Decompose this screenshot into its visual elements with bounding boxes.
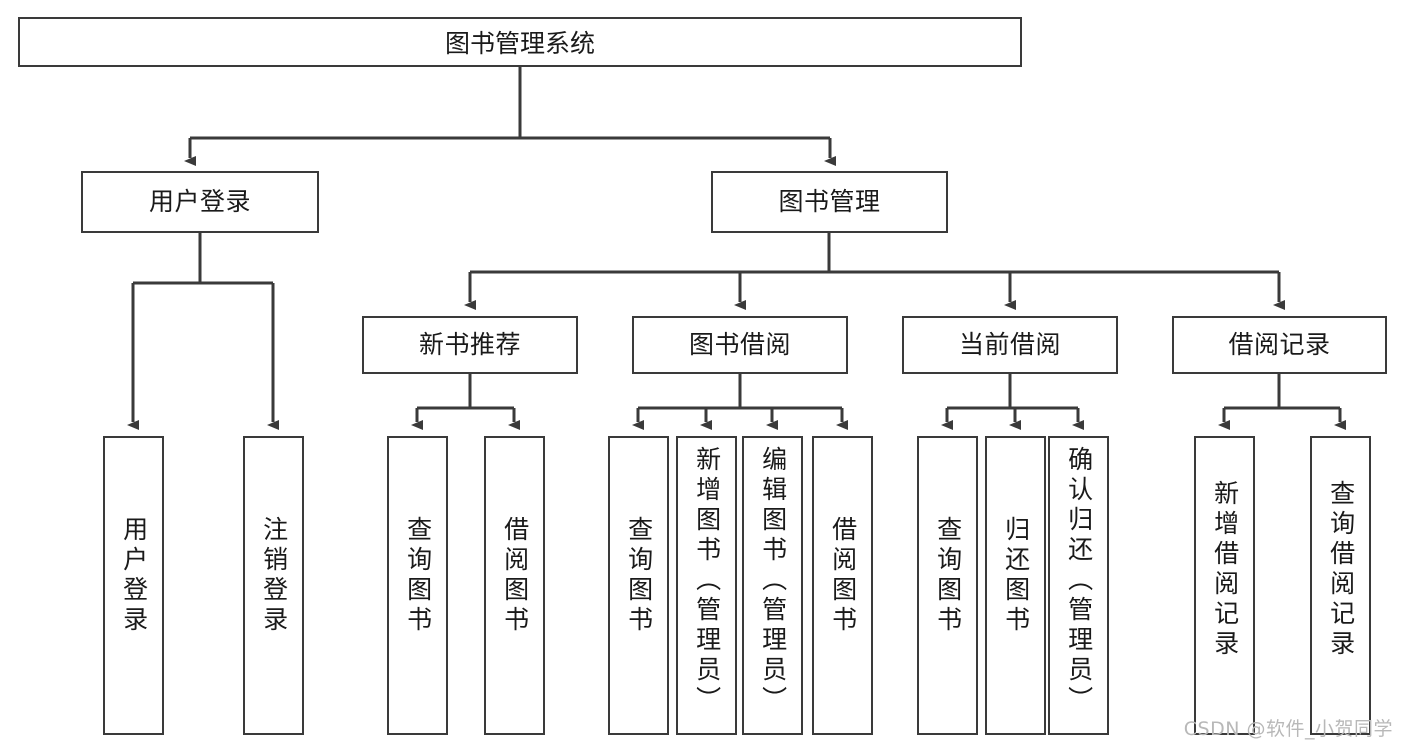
node-root-label: 图书管理系统: [444, 29, 595, 58]
node-leaf-return-book-label: 归还图书: [1001, 516, 1031, 636]
node-user-login[interactable]: 用户登录: [81, 171, 319, 233]
node-leaf-user-login-label: 用户登录: [119, 516, 149, 636]
node-borrow-record-label: 借阅记录: [1228, 330, 1331, 360]
node-leaf-add-book[interactable]: 新增图书（管理员）: [676, 436, 737, 735]
node-leaf-user-login[interactable]: 用户登录: [103, 436, 164, 735]
node-leaf-confirm-return-label: 确认归还（管理员）: [1064, 446, 1094, 716]
node-new-book-rec[interactable]: 新书推荐: [362, 316, 578, 374]
node-leaf-query-book-2[interactable]: 查询图书: [608, 436, 669, 735]
node-new-book-rec-label: 新书推荐: [418, 330, 521, 360]
node-leaf-edit-book[interactable]: 编辑图书（管理员）: [742, 436, 803, 735]
watermark: CSDN @软件_小贺同学: [1183, 718, 1393, 740]
node-root[interactable]: 图书管理系统: [18, 17, 1022, 67]
node-leaf-add-record-label: 新增借阅记录: [1210, 480, 1240, 660]
node-leaf-borrow-book-2[interactable]: 借阅图书: [812, 436, 873, 735]
node-leaf-query-record-label: 查询借阅记录: [1326, 480, 1356, 660]
node-leaf-query-book-1[interactable]: 查询图书: [387, 436, 448, 735]
node-book-manage[interactable]: 图书管理: [711, 171, 948, 233]
node-leaf-return-book[interactable]: 归还图书: [985, 436, 1046, 735]
node-leaf-query-record[interactable]: 查询借阅记录: [1310, 436, 1371, 735]
node-book-manage-label: 图书管理: [778, 187, 881, 217]
node-leaf-query-book-3-label: 查询图书: [933, 516, 963, 636]
node-borrow-record[interactable]: 借阅记录: [1172, 316, 1387, 374]
node-book-borrow[interactable]: 图书借阅: [632, 316, 848, 374]
node-leaf-user-logout-label: 注销登录: [259, 516, 289, 636]
node-leaf-query-book-3[interactable]: 查询图书: [917, 436, 978, 735]
node-leaf-borrow-book-1-label: 借阅图书: [500, 516, 530, 636]
node-current-borrow-label: 当前借阅: [958, 330, 1061, 360]
node-leaf-query-book-2-label: 查询图书: [624, 516, 654, 636]
node-leaf-confirm-return[interactable]: 确认归还（管理员）: [1048, 436, 1109, 735]
node-leaf-add-record[interactable]: 新增借阅记录: [1194, 436, 1255, 735]
node-user-login-label: 用户登录: [148, 187, 251, 217]
node-current-borrow[interactable]: 当前借阅: [902, 316, 1118, 374]
node-leaf-add-book-label: 新增图书（管理员）: [692, 446, 722, 716]
node-book-borrow-label: 图书借阅: [688, 330, 791, 360]
node-leaf-user-logout[interactable]: 注销登录: [243, 436, 304, 735]
node-leaf-borrow-book-2-label: 借阅图书: [828, 516, 858, 636]
node-leaf-query-book-1-label: 查询图书: [403, 516, 433, 636]
node-leaf-edit-book-label: 编辑图书（管理员）: [758, 446, 788, 716]
node-leaf-borrow-book-1[interactable]: 借阅图书: [484, 436, 545, 735]
